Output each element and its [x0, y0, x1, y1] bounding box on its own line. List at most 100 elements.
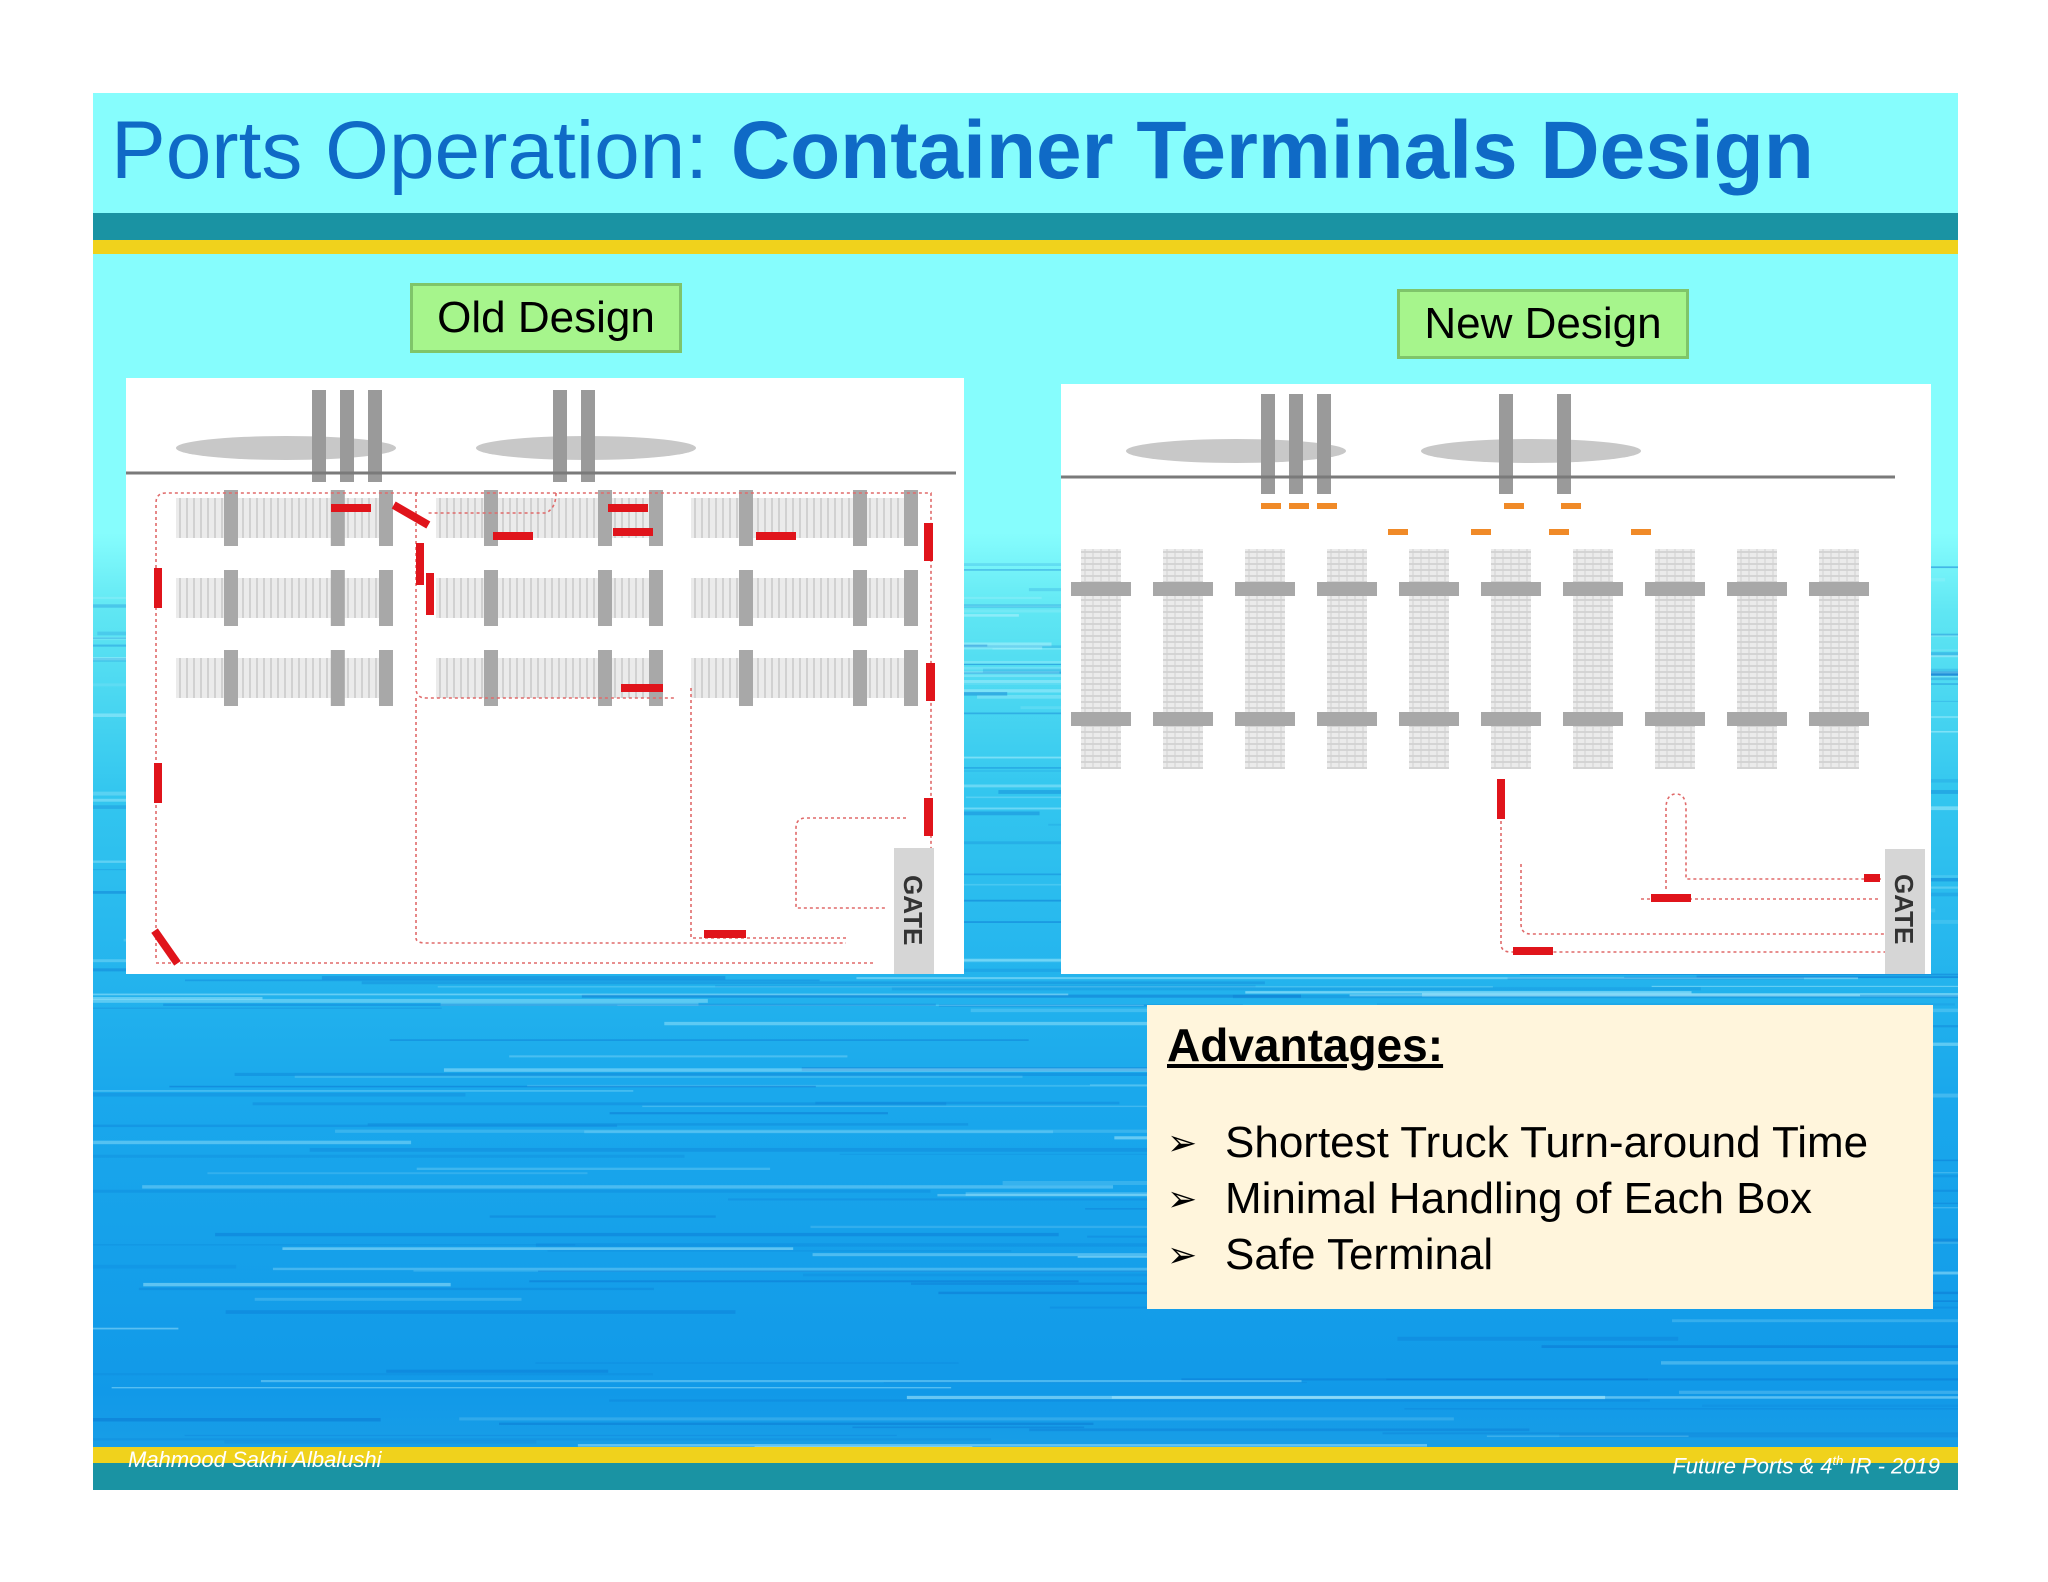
truck [608, 504, 648, 512]
truck [391, 501, 431, 529]
container-block [1399, 549, 1459, 769]
ship [1126, 439, 1346, 463]
old-design-layout: GATE [126, 390, 956, 974]
title-prefix: Ports Operation: [111, 105, 731, 196]
straddle-carrier [1549, 529, 1569, 535]
truck [1497, 779, 1505, 819]
truck [154, 568, 162, 608]
container-block [1809, 549, 1869, 769]
footer-event-suffix: IR - 2019 [1843, 1453, 1941, 1479]
list-item: ➢ Minimal Handling of Each Box [1167, 1171, 1933, 1227]
list-item: ➢ Safe Terminal [1167, 1227, 1933, 1283]
truck [151, 928, 181, 966]
straddle-carriers [1261, 503, 1651, 535]
advantages-heading: Advantages: [1167, 1019, 1444, 1071]
container-block [1727, 549, 1787, 769]
old-design-label: Old Design [410, 283, 682, 353]
arrow-bullet-icon: ➢ [1167, 1178, 1198, 1219]
trucks [1497, 779, 1880, 955]
footer-band-yellow [93, 1447, 1958, 1463]
old-design-diagram: GATE [126, 378, 964, 974]
straddle-carrier [1631, 529, 1651, 535]
gate [1885, 849, 1925, 974]
slide: Ports Operation: Container Terminals Des… [93, 93, 1958, 1490]
quay-crane [340, 390, 354, 482]
advantages-box: Advantages: ➢ Shortest Truck Turn-around … [1147, 1005, 1933, 1309]
straddle-carrier [1561, 503, 1581, 509]
page-title: Ports Operation: Container Terminals Des… [111, 101, 1814, 201]
new-design-diagram: GATE [1061, 384, 1931, 974]
list-item-text: Minimal Handling of Each Box [1225, 1174, 1812, 1223]
quay-crane [1317, 394, 1331, 494]
container-stack [176, 570, 393, 626]
truck [1513, 947, 1553, 955]
container-stack [691, 570, 918, 626]
quay-crane [1261, 394, 1275, 494]
quay-cranes [312, 390, 595, 482]
footer-author: Mahmood Sakhi Albalushi [128, 1447, 382, 1472]
quay-crane [312, 390, 326, 482]
truck [924, 523, 933, 561]
container-stack [436, 570, 663, 626]
footer-band-teal [93, 1463, 1958, 1490]
container-stack [176, 650, 393, 706]
list-item-text: Safe Terminal [1225, 1230, 1494, 1279]
container-stack [436, 490, 663, 546]
straddle-carrier [1504, 503, 1524, 509]
list-item: ➢ Shortest Truck Turn-around Time [1167, 1115, 1933, 1171]
title-main: Container Terminals Design [730, 105, 1814, 196]
header-band-yellow [93, 240, 1958, 254]
truck-routes [155, 492, 932, 964]
arrow-bullet-icon: ➢ [1167, 1234, 1198, 1275]
arrow-bullet-icon: ➢ [1167, 1122, 1198, 1163]
ship [176, 436, 396, 460]
quay-crane [1557, 394, 1571, 494]
truck [756, 532, 796, 540]
container-stack [691, 490, 918, 546]
ship [1421, 439, 1641, 463]
truck [621, 684, 663, 692]
straddle-carrier [1289, 503, 1309, 509]
truck [154, 763, 162, 803]
truck [1864, 874, 1880, 882]
advantages-list: ➢ Shortest Truck Turn-around Time ➢ Minima… [1167, 1115, 1933, 1283]
quay-crane [368, 390, 382, 482]
quay-crane [1499, 394, 1513, 494]
truck [613, 528, 653, 536]
truck [1651, 894, 1691, 902]
container-stack [691, 650, 918, 706]
straddle-carrier [1388, 529, 1408, 535]
footer-event-prefix: Future Ports & 4 [1672, 1453, 1833, 1479]
container-block [1645, 549, 1705, 769]
quay-crane [1289, 394, 1303, 494]
new-design-label: New Design [1397, 289, 1689, 359]
footer-event: Future Ports & 4th IR - 2019 [1672, 1453, 1940, 1479]
straddle-carrier [1317, 503, 1337, 509]
truck [416, 543, 424, 585]
container-block [1317, 549, 1377, 769]
header-band-teal [93, 213, 1958, 240]
new-design-layout: GATE [1061, 394, 1925, 974]
truck [926, 663, 935, 701]
quay-crane [581, 390, 595, 482]
truck [704, 930, 746, 938]
list-item-text: Shortest Truck Turn-around Time [1225, 1118, 1869, 1167]
quay-crane [553, 390, 567, 482]
straddle-carrier [1261, 503, 1281, 509]
container-block [1071, 549, 1131, 769]
straddle-carrier [1471, 529, 1491, 535]
title-bar: Ports Operation: Container Terminals Des… [93, 93, 1958, 213]
container-block [1563, 549, 1623, 769]
container-stacks [176, 490, 918, 706]
truck [331, 504, 371, 512]
gate [894, 848, 934, 974]
trucks [151, 501, 935, 966]
quay-cranes [1261, 394, 1571, 494]
truck-routes [1500, 779, 1886, 953]
container-stack [176, 490, 393, 546]
truck [426, 573, 434, 615]
truck [924, 798, 933, 836]
container-block [1153, 549, 1213, 769]
container-block [1235, 549, 1295, 769]
truck [493, 532, 533, 540]
